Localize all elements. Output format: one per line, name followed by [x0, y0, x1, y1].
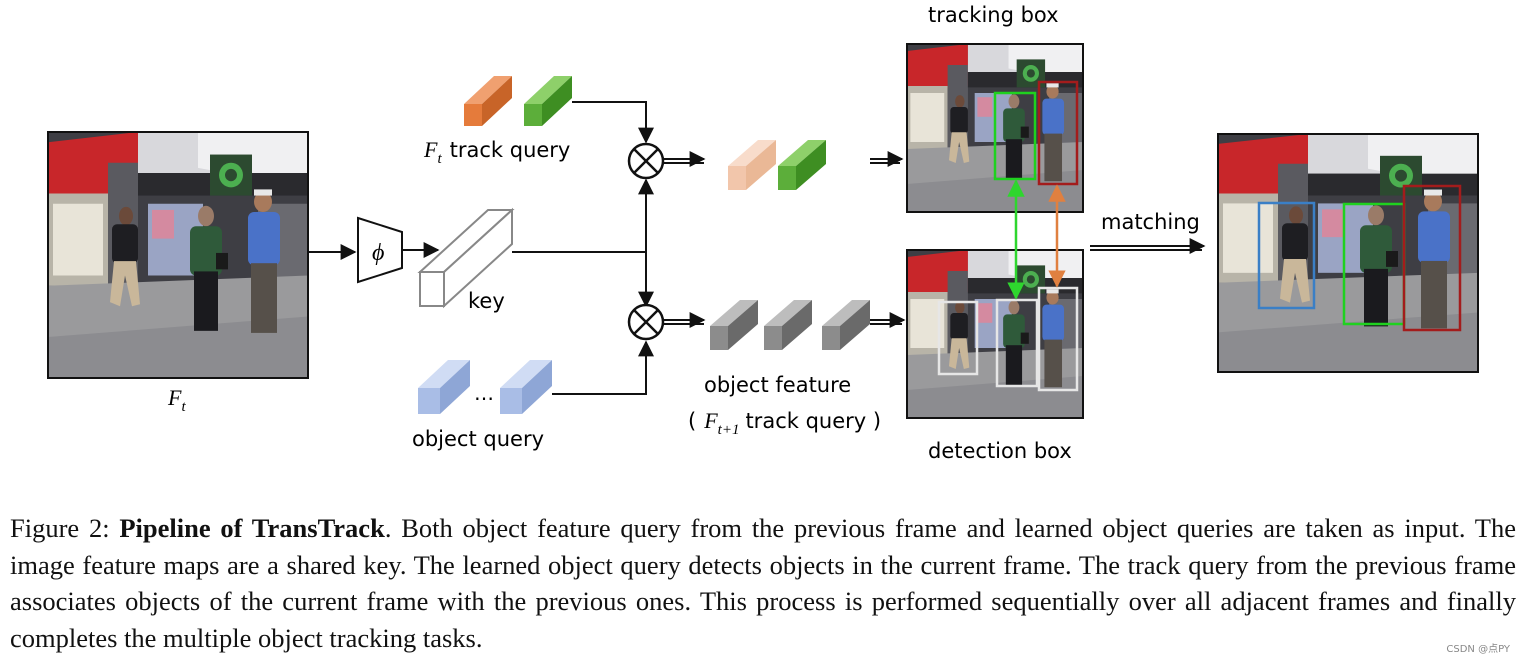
matching-label: matching [1101, 210, 1200, 234]
object-feature-cube-3 [822, 300, 870, 350]
object-query-label: object query [412, 427, 544, 451]
object-feature-label: object feature [704, 373, 851, 397]
input-frame [47, 131, 309, 379]
tracking-box-label: tracking box [928, 3, 1059, 27]
caption-title: Pipeline of TransTrack [119, 513, 385, 543]
frame-label: Ft [167, 385, 186, 415]
tracking-red-box [1037, 80, 1079, 186]
backbone-phi-block [357, 216, 403, 284]
detection-box-label: detection box [928, 439, 1072, 463]
bottom-cross-node [627, 303, 665, 341]
output-blue-box [1257, 201, 1316, 310]
detection-box-3 [1037, 286, 1079, 392]
caption-body: . Both object feature query from the pre… [10, 513, 1516, 653]
track-query-to-cross-arrow [572, 101, 654, 144]
output-frame [1217, 133, 1479, 373]
detection-box-frame [906, 249, 1084, 419]
phi-label: ϕ [372, 240, 384, 266]
tracking-box-frame [906, 43, 1084, 213]
track-query-orange [464, 76, 512, 126]
tracked-output-green [778, 140, 826, 190]
object-query-cube-2 [500, 360, 552, 414]
key-label: key [468, 289, 505, 313]
detection-box-1 [937, 300, 979, 376]
figure-caption: Figure 2: Pipeline of TransTrack. Both o… [10, 513, 1516, 653]
object-query-ellipsis: … [474, 381, 494, 405]
output-red-box [1402, 184, 1462, 332]
object-feature-cube-1 [710, 300, 758, 350]
track-query-green [524, 76, 572, 126]
object-query-to-cross-arrow [552, 340, 654, 395]
watermark: CSDN @点PY [1446, 644, 1510, 655]
tracking-green-box [993, 91, 1037, 181]
object-feature-cube-2 [764, 300, 812, 350]
object-query-cube-1 [418, 360, 470, 414]
tracked-output-faded-orange [728, 140, 776, 190]
key-cuboid [417, 207, 515, 309]
top-cross-node [627, 142, 665, 180]
detection-box-2 [995, 298, 1039, 388]
